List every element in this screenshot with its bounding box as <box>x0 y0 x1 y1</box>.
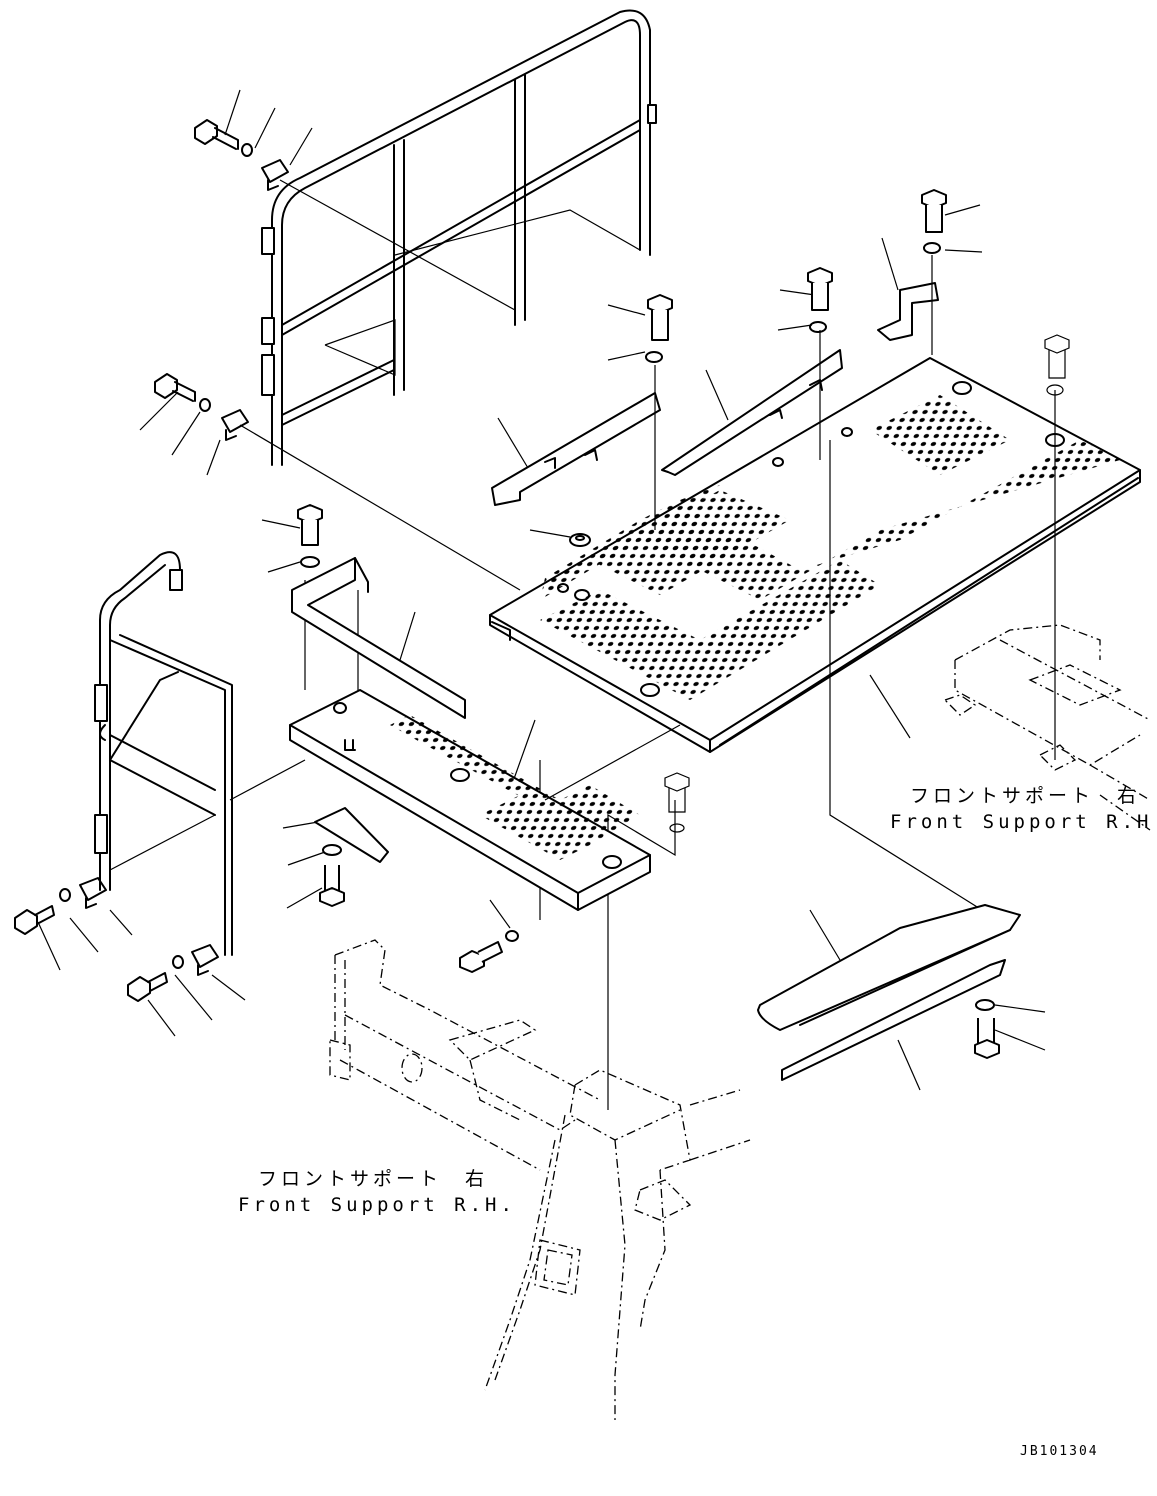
drawing-number: JB101304 <box>1020 1444 1099 1459</box>
bolt-deck-3 <box>921 189 947 254</box>
bolt-deck-1 <box>645 294 673 363</box>
collar-deck <box>569 533 591 547</box>
gusset-plate <box>314 807 389 907</box>
cover-plate-upper <box>757 904 1021 1031</box>
upper-handrail <box>261 9 657 466</box>
deck-bracket-top <box>877 282 939 341</box>
reference-label-upper-jp: フロントサポート 右 <box>910 785 1141 807</box>
lower-rail-bolt-2 <box>127 944 219 1002</box>
bolt-cover <box>974 999 1000 1059</box>
bolt-deck-4 <box>1044 334 1070 396</box>
lower-rail-bolt-1 <box>14 877 107 935</box>
cover-plate-lower <box>781 959 1006 1081</box>
bolt-frame <box>664 772 690 833</box>
bolt-step-lower <box>459 930 519 973</box>
reference-label-lower-jp: フロントサポート 右 <box>258 1168 489 1190</box>
step-plate <box>289 689 651 911</box>
main-deck-plate <box>489 357 1141 753</box>
upper-rail-bolt-1 <box>194 119 289 191</box>
step-bracket <box>291 557 466 719</box>
reference-label-lower-en: Front Support R.H. <box>238 1194 516 1216</box>
upper-rail-bolt-2 <box>154 373 249 441</box>
lower-handrail <box>94 551 233 956</box>
bolt-deck-2 <box>807 267 833 333</box>
front-support-frame-right <box>943 624 1151 831</box>
bolt-step <box>297 504 323 568</box>
reference-label-upper-en: Front Support R.H. <box>890 811 1157 833</box>
front-support-frame-lower <box>329 939 751 1420</box>
leader-lines <box>37 89 1046 1091</box>
